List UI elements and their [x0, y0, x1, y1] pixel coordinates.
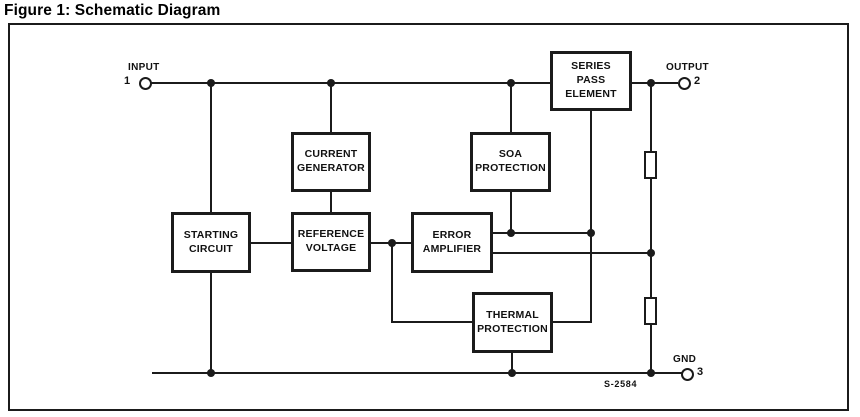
- input-terminal-label: INPUT: [128, 62, 160, 73]
- wire-reference-down: [391, 242, 393, 323]
- junction-dot: [647, 79, 655, 87]
- input-pin-number: 1: [124, 75, 131, 87]
- junction-dot: [507, 79, 515, 87]
- block-current-generator-label: CURRENT GENERATOR: [297, 148, 365, 174]
- wire-starting-to-reference: [250, 242, 291, 244]
- wire-series-pass-down: [590, 110, 592, 323]
- block-thermal-protection: THERMAL PROTECTION: [472, 292, 553, 353]
- junction-dot: [207, 369, 215, 377]
- wire-current-generator-top: [330, 82, 332, 133]
- resistor-upper: [644, 151, 657, 179]
- wire-soa-bottom: [510, 191, 512, 234]
- wire-output-link: [632, 82, 678, 84]
- wire-right-rail: [650, 82, 652, 374]
- figure-code: S-2584: [604, 379, 638, 389]
- wire-thermal-left: [391, 321, 473, 323]
- wire-thermal-right: [552, 321, 592, 323]
- block-soa-protection: SOA PROTECTION: [470, 132, 551, 192]
- output-terminal-label: OUTPUT: [666, 62, 709, 73]
- block-series-pass-element-label: SERIES PASS ELEMENT: [565, 60, 617, 100]
- junction-dot: [388, 239, 396, 247]
- wire-thermal-bottom: [511, 352, 513, 374]
- wire-current-to-reference: [330, 191, 332, 213]
- junction-dot: [508, 369, 516, 377]
- output-terminal-circle: [678, 77, 691, 90]
- junction-dot: [587, 229, 595, 237]
- junction-dot: [207, 79, 215, 87]
- block-starting-circuit-label: STARTING CIRCUIT: [183, 228, 239, 255]
- wire-error-amp-lower-out: [492, 252, 652, 254]
- gnd-pin-number: 3: [697, 366, 704, 378]
- block-series-pass-element: SERIES PASS ELEMENT: [550, 51, 632, 111]
- block-starting-circuit: STARTING CIRCUIT: [171, 212, 251, 273]
- junction-dot: [327, 79, 335, 87]
- block-error-amplifier-label: ERROR AMPLIFIER: [422, 228, 482, 255]
- block-reference-voltage: REFERENCE VOLTAGE: [291, 212, 371, 272]
- wire-input-rail: [150, 82, 550, 84]
- block-reference-voltage-label: REFERENCE VOLTAGE: [297, 228, 365, 254]
- wire-starting-top: [210, 82, 212, 213]
- gnd-terminal-circle: [681, 368, 694, 381]
- wire-soa-top: [510, 82, 512, 133]
- block-soa-protection-label: SOA PROTECTION: [475, 148, 546, 174]
- block-error-amplifier: ERROR AMPLIFIER: [411, 212, 493, 273]
- resistor-lower: [644, 297, 657, 325]
- block-current-generator: CURRENT GENERATOR: [291, 132, 371, 192]
- junction-dot: [647, 369, 655, 377]
- output-pin-number: 2: [694, 75, 701, 87]
- block-thermal-protection-label: THERMAL PROTECTION: [477, 308, 548, 335]
- wire-ground-rail: [152, 372, 682, 374]
- junction-dot: [507, 229, 515, 237]
- gnd-terminal-label: GND: [673, 354, 697, 365]
- wire-error-amp-upper-out: [492, 232, 592, 234]
- wire-starting-bottom: [210, 272, 212, 374]
- figure-title: Figure 1: Schematic Diagram: [4, 2, 221, 19]
- input-terminal-circle: [139, 77, 152, 90]
- junction-dot: [647, 249, 655, 257]
